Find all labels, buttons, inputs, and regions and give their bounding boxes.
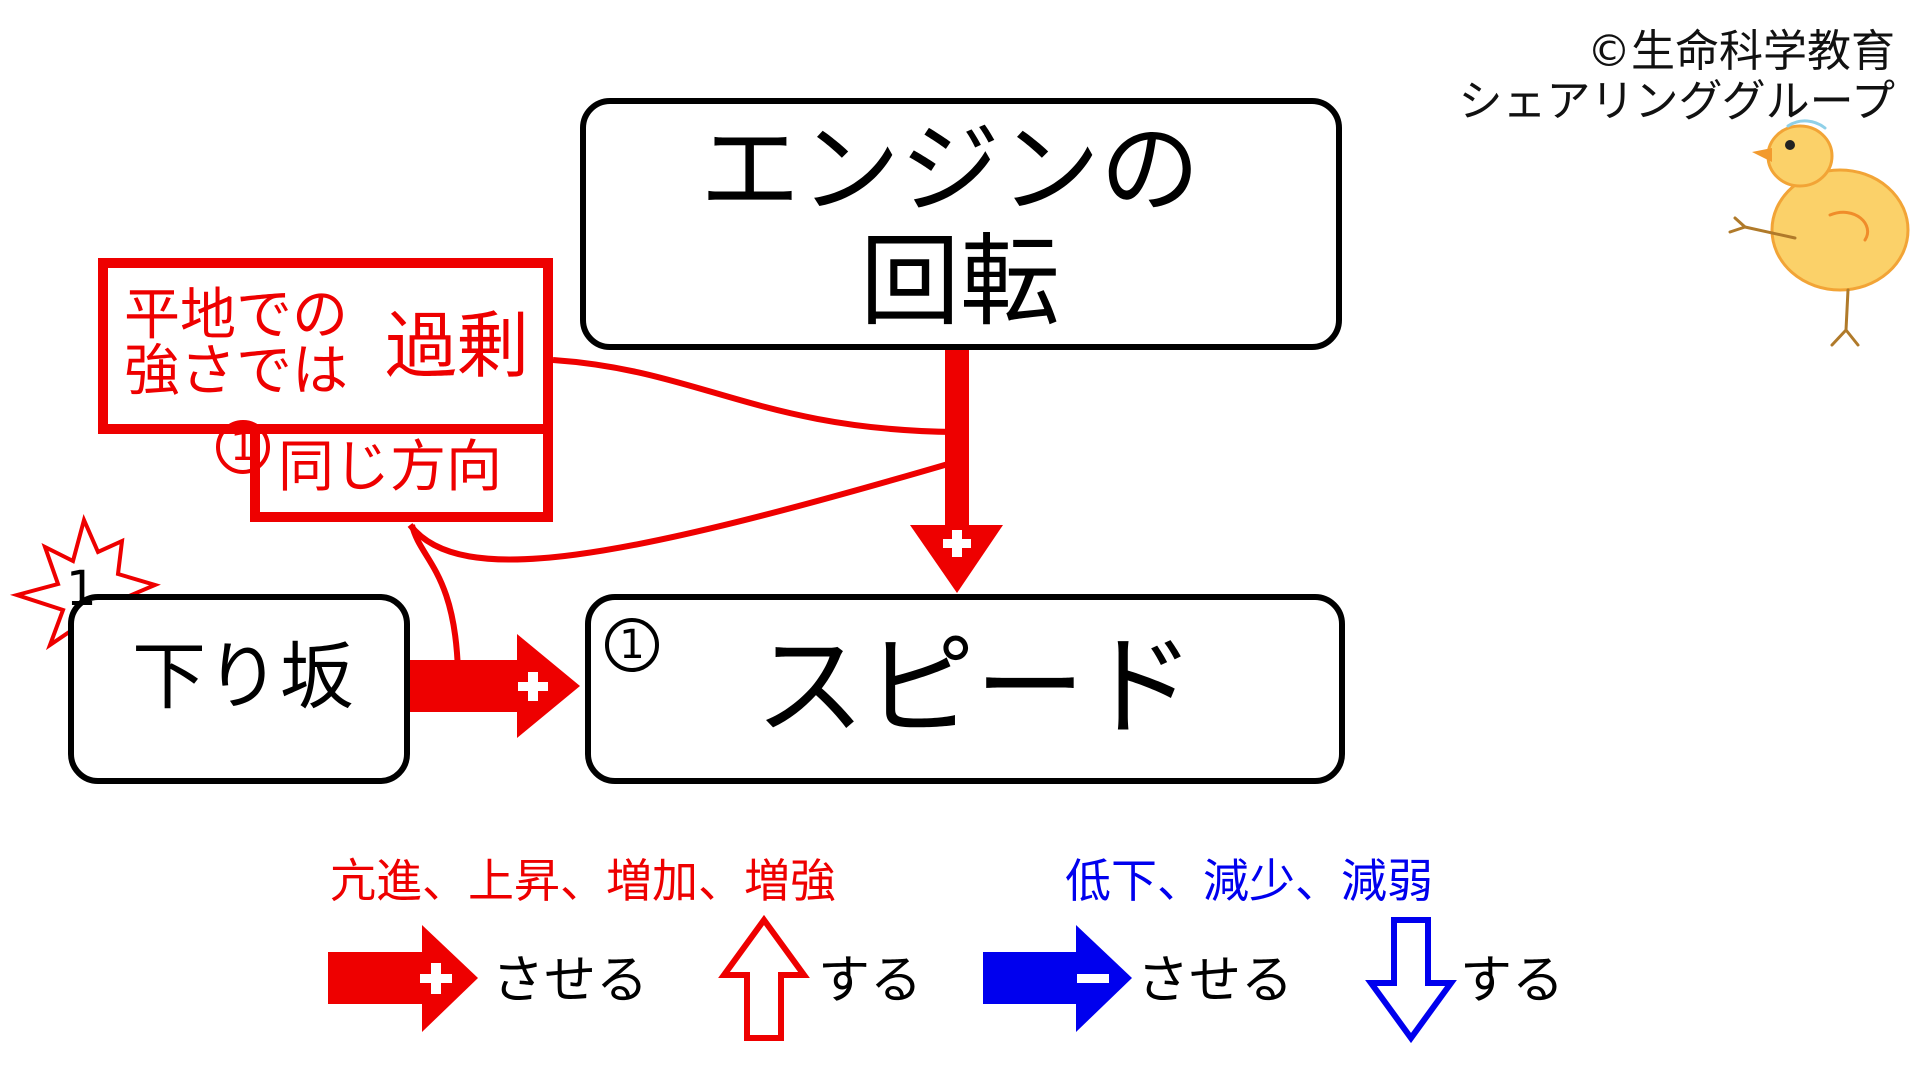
annotation-emphasis: 過剰 <box>385 304 530 388</box>
legend-down-outline-arrow-icon <box>1365 917 1457 1044</box>
legend-blue-arrow-label: させる <box>1137 951 1294 1011</box>
chick-illustration-icon <box>1728 119 1910 347</box>
engine-label-line-2: 回転 <box>860 223 1060 340</box>
credit-line-1: ©生命科学教育 <box>1587 26 1895 77</box>
engine-label-line-1: エンジンの <box>700 111 1200 228</box>
downhill-label: 下り坂 <box>132 634 354 720</box>
speed-box <box>585 594 1345 784</box>
annotation-tail-frame <box>250 424 553 522</box>
legend-blue-down-label: する <box>1460 951 1565 1011</box>
annotation-curve-lower <box>407 459 956 563</box>
legend-up-outline-arrow-icon <box>718 914 810 1041</box>
annotation-frame <box>98 258 553 434</box>
legend-decrease-heading: 低下、減少、減弱 <box>1065 854 1433 908</box>
speed-label: スピード <box>755 623 1195 751</box>
legend-increase-heading: 亢進、上昇、増加、増強 <box>330 854 836 908</box>
legend-red-arrow-label: させる <box>492 951 649 1011</box>
annotation-line-1: 平地での <box>124 283 348 348</box>
credit-line-2: シェアリンググループ <box>1458 76 1895 127</box>
legend-minus-arrow-icon <box>983 925 1132 1032</box>
legend-red-up-label: する <box>818 951 923 1011</box>
engine-box <box>580 98 1342 350</box>
downhill-to-speed-plus-arrow-icon <box>408 634 580 738</box>
annotation-marker: 1 <box>216 420 270 474</box>
annotation-tail-top-left-segment <box>98 424 108 434</box>
annotation-tail-text: 同じ方向 <box>278 435 502 500</box>
speed-marker: 1 <box>605 618 659 672</box>
downhill-box <box>68 594 410 784</box>
legend-plus-arrow-icon <box>328 925 478 1032</box>
annotation-curve-downhill <box>409 524 461 673</box>
engine-to-speed-plus-arrow-icon <box>910 350 1003 593</box>
downhill-badge: 1 <box>66 561 97 617</box>
annotation-line-2: 強さでは <box>124 339 348 404</box>
annotation-curve-upper <box>552 357 956 435</box>
